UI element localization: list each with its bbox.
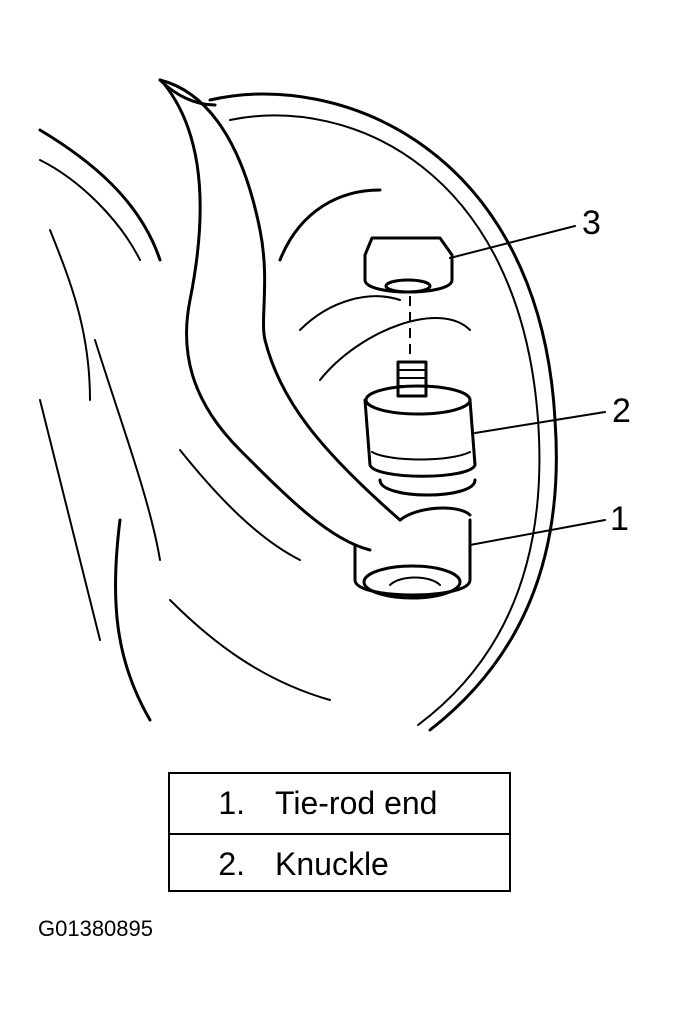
tie-rod-arm	[158, 78, 402, 522]
tie-rod-end-base	[362, 564, 462, 600]
legend-row: 2. Knuckle	[170, 833, 509, 894]
callout-1: 1	[610, 500, 629, 538]
tie-rod-end-body	[353, 518, 472, 597]
stud-threads	[397, 369, 427, 387]
knuckle-inner-arc	[229, 114, 541, 726]
body-contour	[113, 518, 152, 722]
legend-label: Tie-rod end	[275, 785, 438, 821]
body-contour	[39, 159, 141, 261]
castle-nut-hole	[384, 278, 432, 294]
legend-row: 1. Tie-rod end	[170, 774, 509, 833]
legend-number: 1.	[218, 785, 245, 821]
body-contour	[38, 128, 162, 262]
legend-label: Knuckle	[275, 846, 389, 882]
tie-rod-arm-tip	[158, 78, 217, 107]
knuckle-outer-arc	[208, 92, 558, 732]
knuckle-inner-line	[278, 188, 382, 262]
tie-rod-end-illustration: 1 2 3	[38, 78, 631, 732]
tie-rod-end-collar	[378, 478, 477, 522]
knuckle-contour	[299, 295, 401, 331]
knuckle-boss-detail	[371, 451, 471, 461]
leader-line-3	[449, 225, 576, 259]
knuckle-contour	[319, 317, 471, 381]
body-contour	[49, 229, 91, 401]
legend-number: 2.	[218, 846, 245, 882]
callout-2: 2	[612, 392, 631, 430]
knuckle-boss-top	[364, 384, 472, 416]
figure-id: G01380895	[38, 916, 153, 941]
body-contour	[39, 399, 101, 641]
leader-line-2	[474, 411, 606, 434]
tie-rod-end-detail	[389, 576, 441, 586]
tie-rod-arm	[163, 83, 372, 552]
castle-nut	[363, 236, 454, 294]
callout-3: 3	[582, 204, 601, 242]
body-contour	[94, 339, 161, 561]
knuckle-boss	[363, 398, 477, 478]
leader-line-1	[469, 519, 606, 546]
legend-table: 1. Tie-rod end 2. Knuckle	[168, 772, 511, 892]
body-contour	[179, 449, 301, 561]
body-contour	[169, 599, 331, 701]
